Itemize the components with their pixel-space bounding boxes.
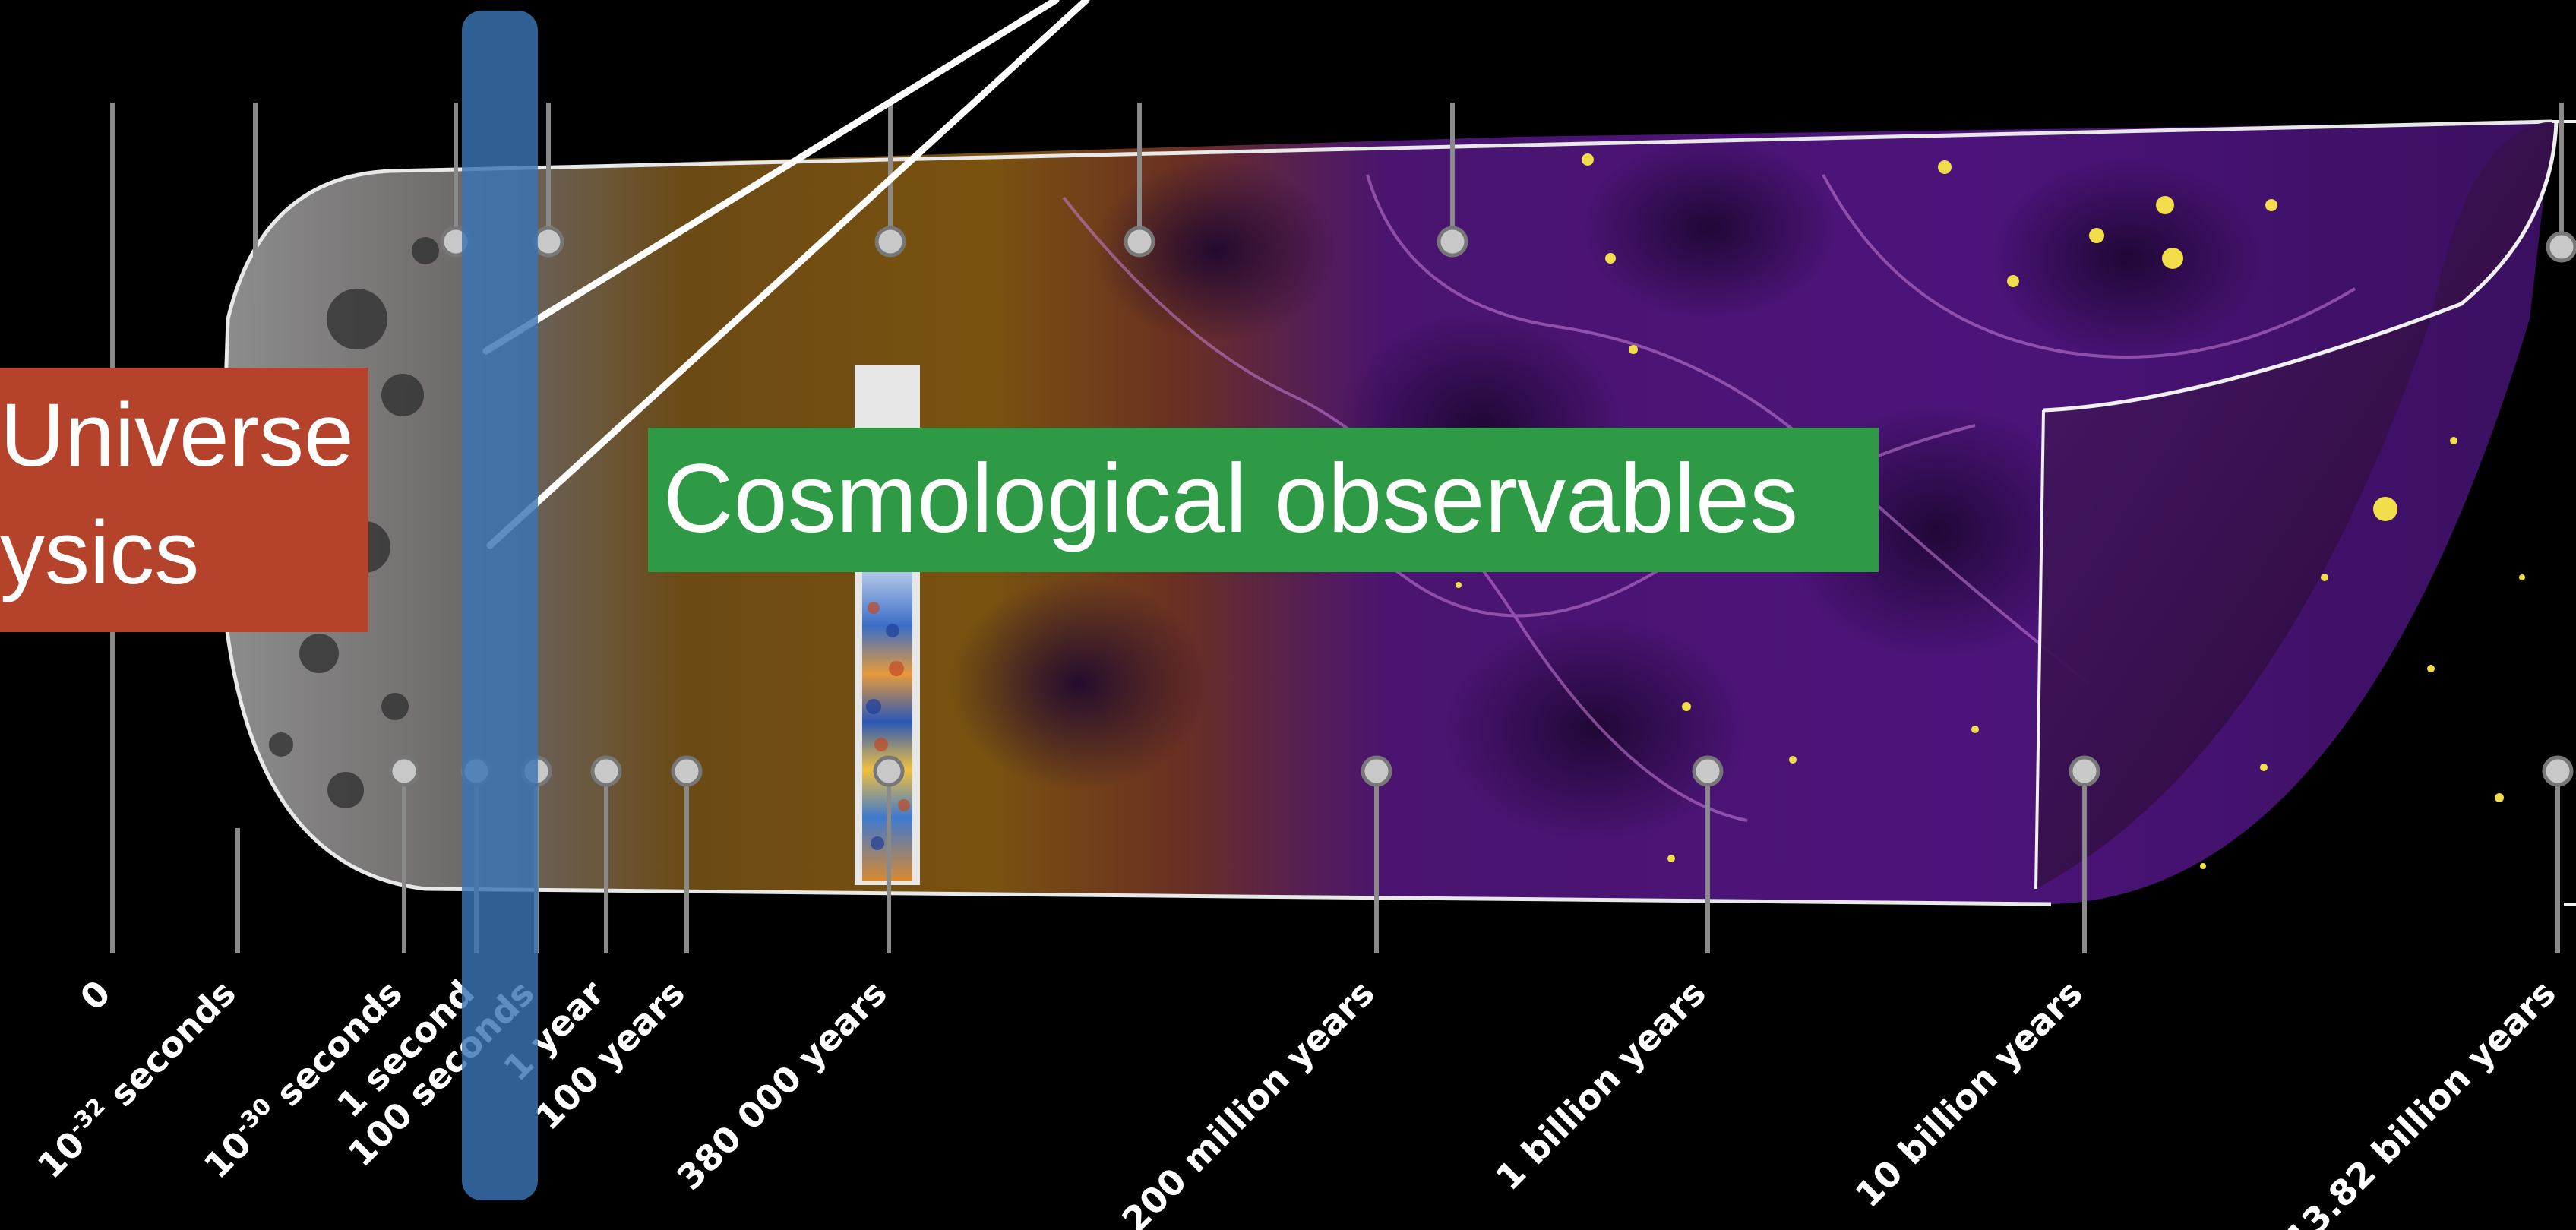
timeline-labels: 0 10-32 seconds 10-30 seconds 1 second 1… (30, 972, 2564, 1230)
cosmic-web-peel (2034, 120, 2576, 906)
galaxy-clusters (1456, 153, 2277, 862)
highlight-band (462, 11, 538, 1200)
early-universe-line1: Universe (0, 385, 354, 485)
label-t200m: 200 million years (1114, 972, 1382, 1230)
cosmological-observables-label: Cosmological observables (663, 444, 1799, 553)
label-t1b: 1 billion years (1487, 972, 1713, 1198)
zoom-lines (482, 0, 1090, 549)
early-universe-line2: ysics (0, 503, 200, 603)
label-t0: 0 (72, 972, 119, 1019)
label-t380k: 380 000 years (669, 972, 895, 1198)
label-t10b: 10 billion years (1847, 972, 2091, 1216)
cosmological-observables-box: Cosmological observables (648, 428, 1879, 572)
label-t1382: 13.82 billion years (2277, 972, 2564, 1230)
early-universe-physics-box: Universe ysics (0, 368, 368, 632)
